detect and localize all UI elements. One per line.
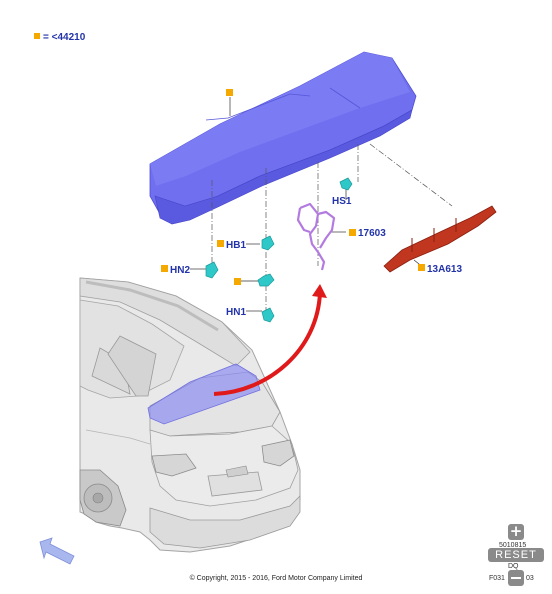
figure-code-dq: DQ bbox=[508, 563, 519, 570]
callout-17603: 17603 bbox=[358, 228, 386, 239]
high-mount-stop-lamp bbox=[383, 205, 497, 273]
clip-hn2 bbox=[205, 261, 219, 279]
callout-13a613: 13A613 bbox=[427, 264, 462, 275]
clip-hs1 bbox=[339, 177, 353, 191]
location-arrow bbox=[213, 291, 322, 396]
figure-code-right: 03 bbox=[526, 575, 534, 582]
figure-code-left: F031 bbox=[489, 575, 505, 582]
callout-markers bbox=[161, 89, 425, 285]
legend-text: = <44210 bbox=[43, 32, 86, 43]
wiring-harness bbox=[296, 202, 336, 271]
minus-icon bbox=[511, 577, 521, 579]
legend-marker bbox=[34, 33, 40, 39]
clip-middle bbox=[257, 273, 275, 287]
rear-spoiler bbox=[149, 51, 417, 225]
figure-code: 5010815 bbox=[499, 542, 527, 549]
callout-hn1: HN1 bbox=[226, 307, 246, 318]
zoom-out-button[interactable] bbox=[508, 570, 524, 586]
installed-spoiler-highlight bbox=[147, 363, 261, 425]
copyright-notice: © Copyright, 2015 - 2016, Ford Motor Com… bbox=[189, 575, 363, 582]
view-direction-arrow-icon bbox=[39, 537, 75, 565]
clip-hn1 bbox=[261, 307, 275, 323]
callout-hs1: HS1 bbox=[332, 196, 352, 207]
callout-hn2: HN2 bbox=[170, 265, 190, 276]
location-arrow-head bbox=[312, 284, 327, 298]
clip-hb1 bbox=[261, 235, 275, 251]
reset-button[interactable]: RESET bbox=[488, 548, 544, 562]
zoom-in-button[interactable]: + bbox=[508, 522, 524, 540]
callout-hb1: HB1 bbox=[226, 240, 246, 251]
